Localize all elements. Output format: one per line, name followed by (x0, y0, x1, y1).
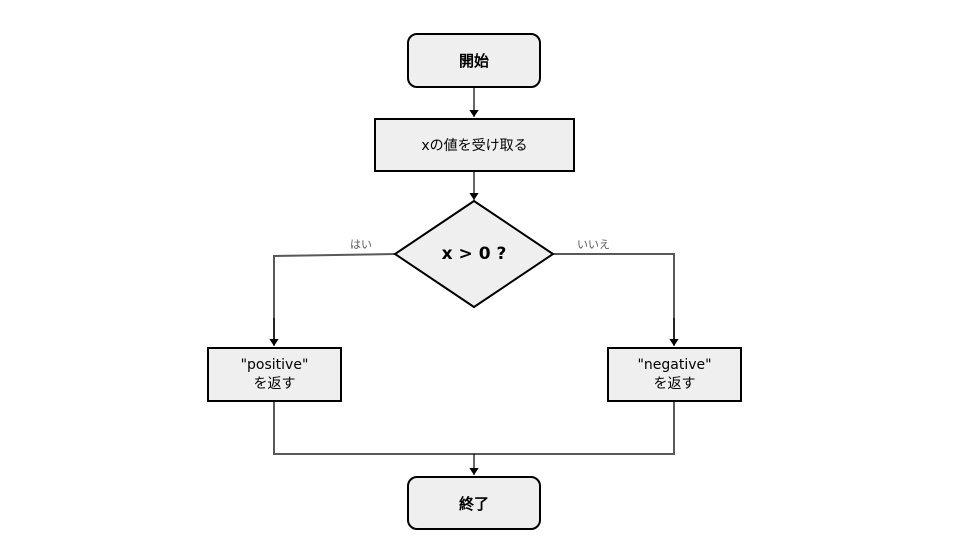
negative-node: "negative" を返す (607, 347, 742, 402)
no-label: いいえ (577, 238, 610, 251)
positive-line2: を返す (253, 375, 296, 392)
negative-line1: "negative" (637, 356, 712, 373)
negative-line2: を返す (653, 375, 696, 392)
positive-line1: "positive" (240, 356, 309, 373)
yes-label: はい (350, 238, 372, 251)
start-node: 開始 (407, 33, 541, 88)
receive-x-node: xの値を受け取る (374, 118, 575, 172)
edge-no (553, 253, 675, 345)
edge-merge (273, 402, 675, 455)
end-node: 終了 (407, 476, 541, 530)
positive-node: "positive" を返す (207, 347, 342, 402)
receive-x-label: xの値を受け取る (421, 138, 528, 154)
decision-label: x > 0 ? (441, 244, 507, 264)
start-label: 開始 (458, 52, 489, 70)
end-label: 終了 (458, 494, 489, 513)
edge-yes (273, 253, 396, 345)
decision-diamond (393, 199, 555, 309)
